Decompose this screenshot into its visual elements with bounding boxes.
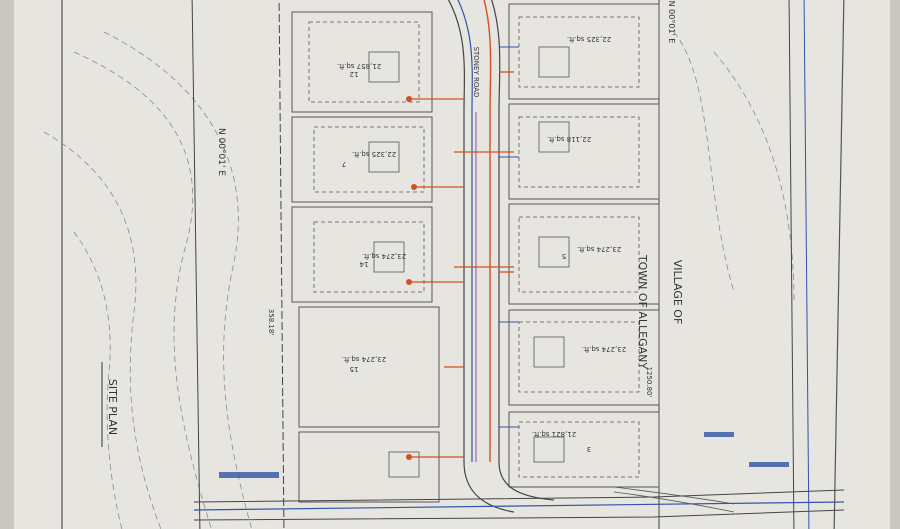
bearing-right: N 00°01' E: [667, 1, 676, 44]
lot-area: 23,274 sq.ft.: [577, 245, 621, 253]
lot-area: 23,274 sq.ft.: [362, 252, 406, 260]
site-plan-title: SITE PLAN: [106, 379, 119, 435]
lot-number: 5: [562, 252, 566, 260]
left-lot-lines: [291, 11, 440, 503]
dimension-left: 358.18': [267, 309, 275, 335]
lot-area: 23,274 sq.ft.: [582, 345, 626, 353]
lot-area: 21,857 sq.ft.: [337, 62, 381, 70]
lot-labels: 12 21,857 sq.ft. 22,325 sq.ft. 14 23,274…: [337, 35, 626, 453]
lot-number: 15: [350, 365, 359, 373]
cross-street: [193, 489, 845, 521]
lot-area: 22,118 sq.ft.: [547, 135, 591, 143]
lot-area: 21,821 sq.ft.: [532, 430, 576, 438]
water-annotations: [219, 432, 789, 478]
lot-number: 3: [587, 445, 591, 453]
lot-number: 14: [359, 260, 368, 268]
dimension-right: 1250.80': [645, 367, 653, 398]
sheet-border-right: [833, 0, 845, 529]
municipality-upper: VILLAGE OF: [671, 260, 684, 325]
lot-number: 7: [342, 160, 346, 168]
paper-sheet: SITE PLAN N 00°01' E N 00°01' E 358.18' …: [14, 0, 890, 529]
lot-area: 23,274 sq.ft.: [342, 355, 386, 363]
road-name: STONEY ROAD: [472, 47, 480, 98]
lot-area: 22,325 sq.ft.: [352, 150, 396, 158]
lot-area: 22,325 sq.ft.: [567, 35, 611, 43]
bearing-left: N 00°01' E: [216, 128, 226, 176]
lot-number: 12: [350, 70, 359, 78]
site-plan-drawing: SITE PLAN N 00°01' E N 00°01' E 358.18' …: [43, 0, 845, 529]
topographic-contours: [43, 31, 253, 529]
municipality-lower: TOWN OF ALLEGANY: [636, 254, 649, 369]
road-centerlines: [447, 0, 555, 513]
sewer-laterals: [409, 71, 514, 458]
